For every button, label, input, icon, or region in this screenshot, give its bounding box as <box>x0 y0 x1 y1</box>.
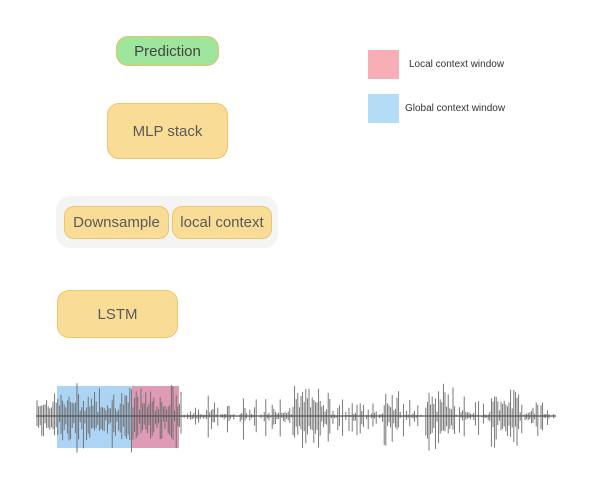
mlp-stack-box: MLP stack <box>107 103 228 159</box>
lstm-label: LSTM <box>97 305 138 323</box>
prediction-box: Prediction <box>116 36 219 66</box>
global-context-swatch <box>368 94 399 123</box>
local-context-legend-label: Local context window <box>409 59 505 70</box>
downsample-label: Downsample <box>73 214 160 231</box>
local-context-label: local context <box>180 214 264 231</box>
downsample-box: Downsample <box>64 206 169 239</box>
global-context-legend-label: Global context window <box>405 103 506 114</box>
local-context-box: local context <box>172 206 272 239</box>
lstm-box: LSTM <box>57 290 178 338</box>
audio-signal <box>36 383 556 453</box>
prediction-label: Prediction <box>134 42 201 60</box>
local-context-swatch <box>368 50 399 79</box>
waveform <box>36 383 555 453</box>
mlp-stack-label: MLP stack <box>132 122 203 140</box>
